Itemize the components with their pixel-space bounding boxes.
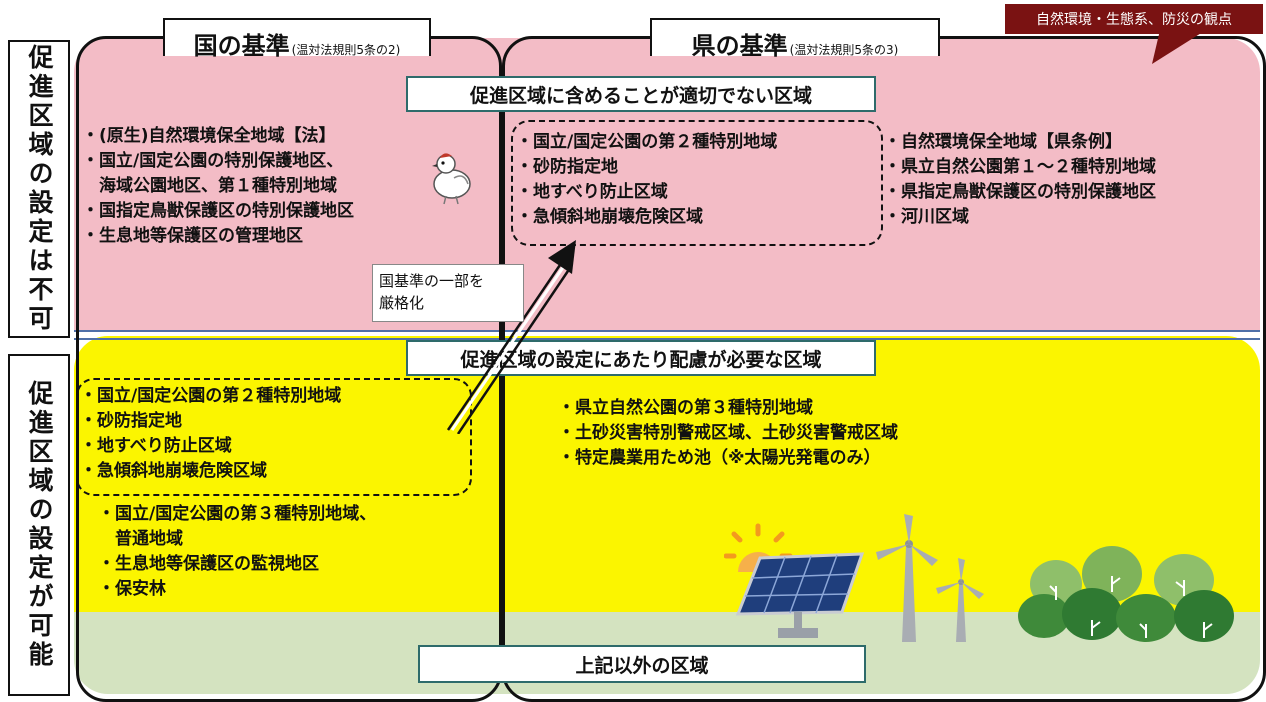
other-area-label: 上記以外の区域 bbox=[418, 645, 866, 683]
callout-pointer bbox=[1152, 30, 1206, 64]
list-item: ・生息地等保護区の管理地区 bbox=[82, 226, 303, 246]
national-standard-tab: 国の基準(温対法規則5条の2) bbox=[163, 18, 431, 60]
moved-standards-group bbox=[76, 378, 472, 496]
prefecture-stricter-list: ・国立/国定公園の第２種特別地域 ・砂防指定地 ・地すべり防止区域 ・急傾斜地崩… bbox=[516, 130, 777, 230]
band-divider bbox=[74, 338, 1260, 340]
solar-panel-icon bbox=[735, 552, 865, 638]
list-item: ・保安林 bbox=[98, 579, 166, 599]
list-item: ・国立/国定公園の第２種特別地域 bbox=[80, 386, 342, 406]
list-item: ・土砂災害特別警戒区域、土砂災害警戒区域 bbox=[558, 423, 898, 443]
side-label-allowed: 促進区域の設定が可能 bbox=[8, 354, 70, 696]
list-item: ・国指定鳥獣保護区の特別保護地区 bbox=[82, 201, 354, 221]
perspective-callout: 自然環境・生態系、防災の観点 bbox=[1005, 4, 1263, 34]
prefecture-standard-tab: 県の基準(温対法規則5条の3) bbox=[650, 18, 940, 60]
list-item: ・地すべり防止区域 bbox=[80, 436, 232, 456]
list-item: ・地すべり防止区域 bbox=[516, 182, 668, 202]
prefecture-excluded-list: ・自然環境保全地域【県条例】 ・県立自然公園第１～２種特別地域 ・県指定鳥獣保護… bbox=[884, 130, 1156, 230]
list-item: ・生息地等保護区の監視地区 bbox=[98, 554, 319, 574]
upgrade-arrow bbox=[446, 240, 576, 434]
list-item: ・国立/国定公園の第３種特別地域、 bbox=[98, 504, 377, 524]
list-item: ・県指定鳥獣保護区の特別保護地区 bbox=[884, 182, 1156, 202]
excluded-area-label: 促進区域に含めることが適切でない区域 bbox=[406, 76, 876, 112]
list-item: ・河川区域 bbox=[884, 207, 969, 227]
list-item: ・砂防指定地 bbox=[516, 157, 618, 177]
list-item: ・砂防指定地 bbox=[80, 411, 182, 431]
consideration-area-label: 促進区域の設定にあたり配慮が必要な区域 bbox=[406, 340, 876, 376]
list-item: ・急傾斜地崩壊危険区域 bbox=[80, 461, 267, 481]
national-consideration-dashed-list: ・国立/国定公園の第２種特別地域 ・砂防指定地 ・地すべり防止区域 ・急傾斜地崩… bbox=[80, 384, 341, 484]
list-item: ・特定農業用ため池（※太陽光発電のみ） bbox=[558, 448, 881, 468]
prefecture-consideration-list: ・県立自然公園の第３種特別地域 ・土砂災害特別警戒区域、土砂災害警戒区域 ・特定… bbox=[558, 396, 898, 471]
list-item: ・自然環境保全地域【県条例】 bbox=[884, 132, 1122, 152]
list-item: ・国立/国定公園の特別保護地区、 bbox=[82, 151, 344, 171]
list-item: 海域公園地区、第１種特別地域 bbox=[82, 176, 337, 196]
bird-icon bbox=[432, 153, 471, 205]
side-label-not-allowed: 促進区域の設定は不可 bbox=[8, 40, 70, 338]
list-item: ・県立自然公園第１～２種特別地域 bbox=[884, 157, 1156, 177]
list-item: ・県立自然公園の第３種特別地域 bbox=[558, 398, 813, 418]
list-item: ・(原生)自然環境保全地域【法】 bbox=[82, 126, 336, 146]
list-item: ・国立/国定公園の第２種特別地域 bbox=[516, 132, 778, 152]
stricter-standards-group bbox=[511, 120, 883, 246]
band-divider bbox=[74, 330, 1260, 332]
stricter-note: 国基準の一部を 厳格化 bbox=[372, 264, 524, 322]
wind-turbine-icon bbox=[876, 514, 984, 642]
national-excluded-list: ・(原生)自然環境保全地域【法】 ・国立/国定公園の特別保護地区、 海域公園地区… bbox=[82, 124, 354, 249]
list-item: ・急傾斜地崩壊危険区域 bbox=[516, 207, 703, 227]
list-item: 普通地域 bbox=[98, 529, 183, 549]
forest-icon bbox=[1018, 546, 1234, 642]
national-consideration-list: ・国立/国定公園の第３種特別地域、 普通地域 ・生息地等保護区の監視地区 ・保安… bbox=[98, 502, 376, 602]
